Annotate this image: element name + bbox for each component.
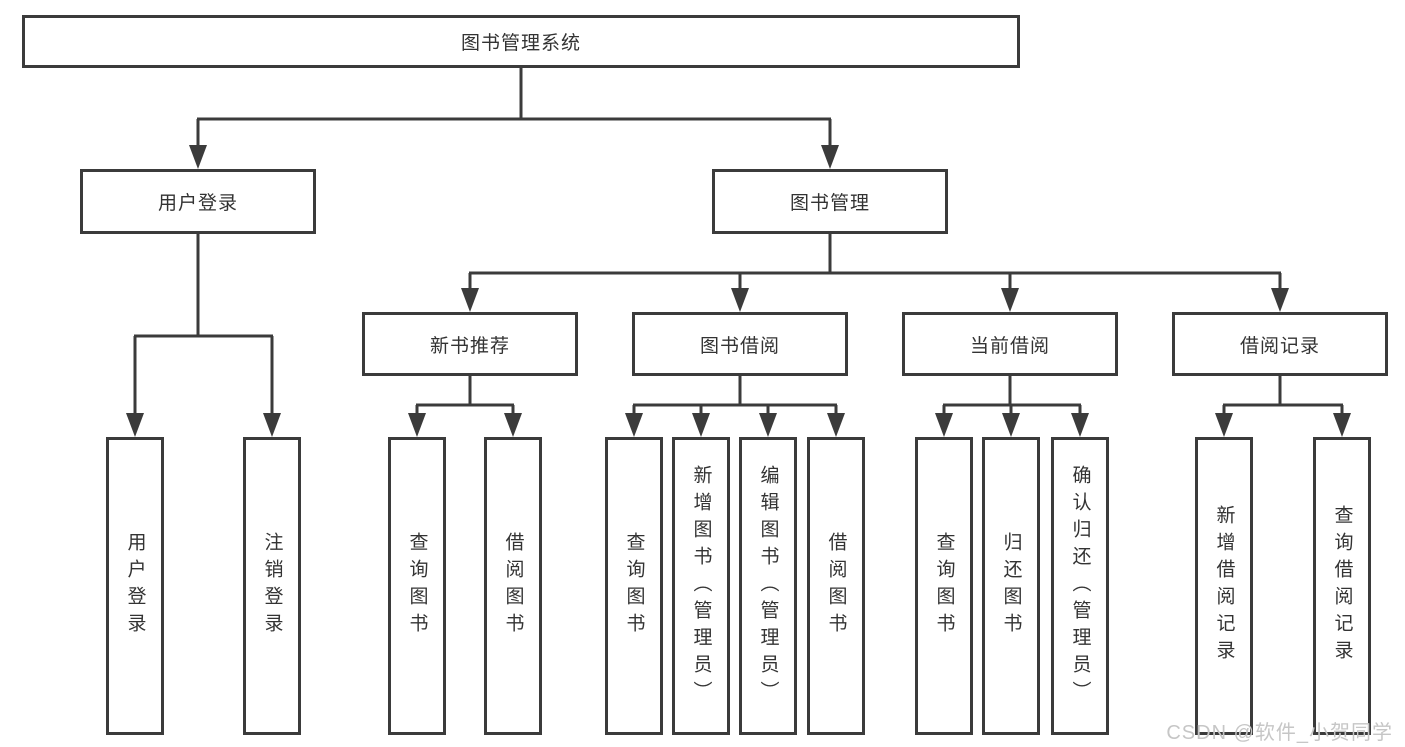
node-label: 注销登录 (261, 532, 283, 640)
node-label: 用户登录 (157, 193, 238, 214)
node-label: 确认归还（管理员） (1069, 464, 1091, 708)
node-label: 编辑图书（管理员） (757, 464, 779, 708)
node-user-login: 用户登录 (80, 169, 316, 234)
leaf-cb-return-books: 归还图书 (982, 437, 1040, 735)
node-label: 新增图书（管理员） (690, 464, 712, 708)
leaf-bb-query-books: 查询图书 (605, 437, 663, 735)
node-label: 图书管理 (789, 193, 870, 214)
node-new-book-recommend: 新书推荐 (362, 312, 578, 376)
node-label: 查询图书 (933, 532, 955, 640)
leaf-nbr-query-books: 查询图书 (388, 437, 446, 735)
leaf-br-add-record: 新增借阅记录 (1195, 437, 1253, 735)
csdn-watermark: CSDN @软件_小贺同学 (1166, 722, 1393, 744)
leaf-logout: 注销登录 (243, 437, 301, 735)
node-label: 查询图书 (406, 532, 428, 640)
node-label: 借阅记录 (1239, 335, 1320, 357)
leaf-cb-query-books: 查询图书 (915, 437, 973, 735)
node-current-borrow: 当前借阅 (902, 312, 1118, 376)
leaf-bb-borrow-books: 借阅图书 (807, 437, 865, 735)
node-label: 借阅图书 (825, 532, 847, 640)
leaf-br-query-record: 查询借阅记录 (1313, 437, 1371, 735)
node-library-management-system: 图书管理系统 (22, 15, 1020, 68)
node-label: 借阅图书 (502, 532, 524, 640)
node-label: 图书管理系统 (460, 33, 581, 54)
leaf-nbr-borrow-books: 借阅图书 (484, 437, 542, 735)
leaf-cb-confirm-return-admin: 确认归还（管理员） (1051, 437, 1109, 735)
node-borrow-records: 借阅记录 (1172, 312, 1388, 376)
leaf-user-login: 用户登录 (106, 437, 164, 735)
node-label: 查询图书 (623, 532, 645, 640)
node-label: 新书推荐 (429, 335, 510, 357)
node-label: 图书借阅 (699, 335, 780, 357)
node-label: 归还图书 (1000, 532, 1022, 640)
leaf-bb-add-books-admin: 新增图书（管理员） (672, 437, 730, 735)
node-label: 当前借阅 (969, 335, 1050, 357)
node-label: 新增借阅记录 (1213, 505, 1235, 667)
node-label: 查询借阅记录 (1331, 505, 1353, 667)
node-book-borrow: 图书借阅 (632, 312, 848, 376)
node-label: 用户登录 (124, 532, 146, 640)
leaf-bb-edit-books-admin: 编辑图书（管理员） (739, 437, 797, 735)
node-book-management: 图书管理 (712, 169, 948, 234)
